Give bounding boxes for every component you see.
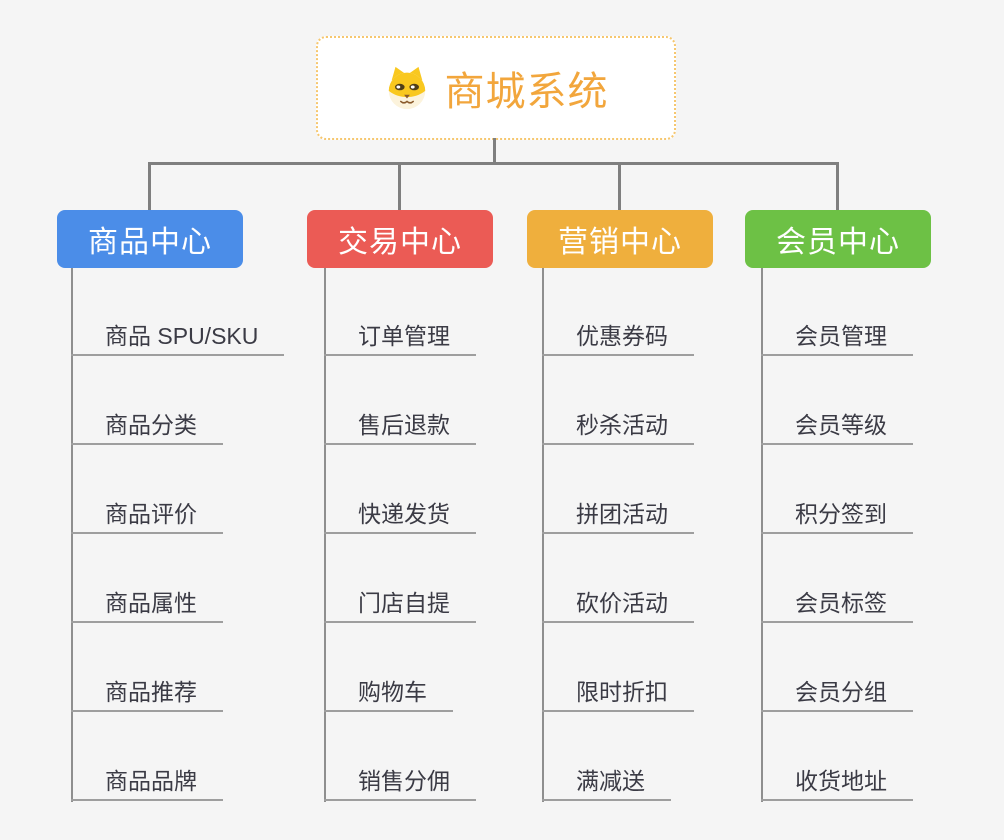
column-line xyxy=(761,268,763,802)
leaf-node[interactable]: 会员标签 xyxy=(761,587,913,623)
leaf-node[interactable]: 门店自提 xyxy=(324,587,476,623)
leaf-node[interactable]: 优惠券码 xyxy=(542,320,694,356)
leaf-node[interactable]: 商品分类 xyxy=(71,409,223,445)
leaf-node[interactable]: 会员等级 xyxy=(761,409,913,445)
leaf-node[interactable]: 销售分佣 xyxy=(324,765,476,801)
leaf-node[interactable]: 拼团活动 xyxy=(542,498,694,534)
leaf-column-trade: 订单管理 售后退款 快递发货 门店自提 购物车 销售分佣 xyxy=(324,268,564,808)
leaf-column-marketing: 优惠券码 秒杀活动 拼团活动 砍价活动 限时折扣 满减送 xyxy=(542,268,782,808)
branch-node-trade-center[interactable]: 交易中心 xyxy=(307,210,493,268)
leaf-node[interactable]: 满减送 xyxy=(542,765,671,801)
branch-node-member-center[interactable]: 会员中心 xyxy=(745,210,931,268)
branch-node-product-center[interactable]: 商品中心 xyxy=(57,210,243,268)
leaf-node[interactable]: 商品推荐 xyxy=(71,676,223,712)
leaf-column-product: 商品 SPU/SKU 商品分类 商品评价 商品属性 商品推荐 商品品牌 xyxy=(71,268,311,808)
leaf-node[interactable]: 购物车 xyxy=(324,676,453,712)
leaf-node[interactable]: 秒杀活动 xyxy=(542,409,694,445)
leaf-node[interactable]: 积分签到 xyxy=(761,498,913,534)
leaf-node[interactable]: 售后退款 xyxy=(324,409,476,445)
leaf-node[interactable]: 收货地址 xyxy=(761,765,913,801)
leaf-node[interactable]: 快递发货 xyxy=(324,498,476,534)
column-line xyxy=(71,268,73,802)
root-node-mall-system[interactable]: 商城系统 xyxy=(316,36,676,140)
leaf-node[interactable]: 商品 SPU/SKU xyxy=(71,320,285,356)
leaf-node[interactable]: 砍价活动 xyxy=(542,587,694,623)
branch-node-marketing-center[interactable]: 营销中心 xyxy=(527,210,713,268)
leaf-column-member: 会员管理 会员等级 积分签到 会员标签 会员分组 收货地址 xyxy=(761,268,1001,808)
connector-drop-trade xyxy=(398,162,401,211)
leaf-node[interactable]: 商品评价 xyxy=(71,498,223,534)
leaf-node[interactable]: 订单管理 xyxy=(324,320,476,356)
shiba-dog-icon xyxy=(388,66,425,110)
connector-drop-member xyxy=(836,162,839,211)
leaf-node[interactable]: 商品品牌 xyxy=(71,765,223,801)
column-line xyxy=(324,268,326,802)
leaf-node[interactable]: 会员管理 xyxy=(761,320,913,356)
root-title: 商城系统 xyxy=(444,70,609,114)
column-line xyxy=(542,268,544,802)
leaf-node[interactable]: 商品属性 xyxy=(71,587,223,623)
connector-drop-product xyxy=(148,162,151,211)
connector-root-stub xyxy=(493,138,496,164)
leaf-node[interactable]: 会员分组 xyxy=(761,676,913,712)
connector-drop-marketing xyxy=(618,162,621,211)
leaf-node[interactable]: 限时折扣 xyxy=(542,676,694,712)
connector-horizontal xyxy=(148,162,839,165)
